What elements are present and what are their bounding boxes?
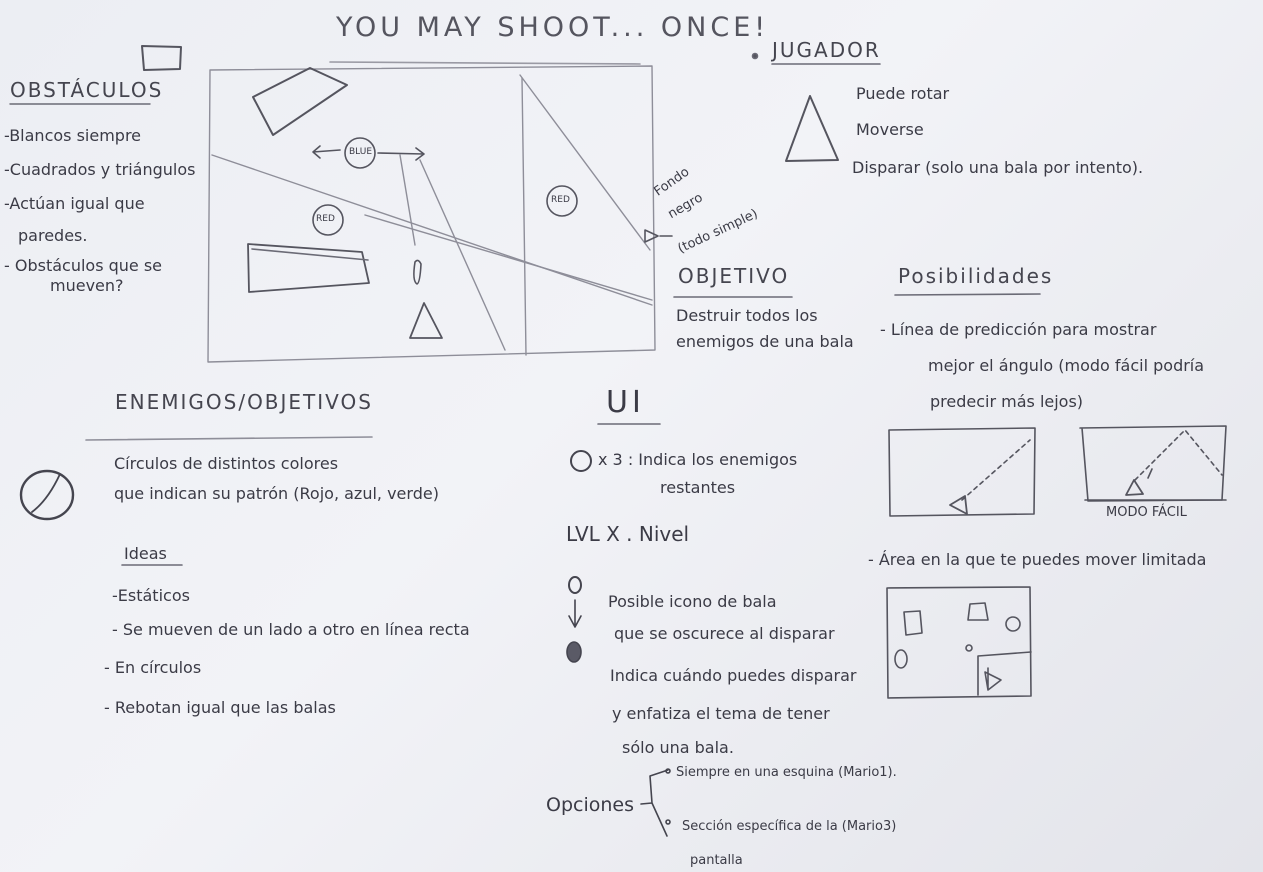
red-enemy-label: RED [551, 195, 570, 205]
jugador-line: Moverse [856, 120, 924, 139]
area-note: - Área en la que te puedes mover limitad… [868, 550, 1207, 569]
obstaculos-line: -Actúan igual que [4, 194, 145, 213]
ui-heading: UI [606, 385, 645, 420]
ui-bullet-line: y enfatiza el tema de tener [612, 704, 830, 723]
game-frame-sketch [207, 65, 656, 363]
ideas-heading: Ideas [124, 544, 167, 563]
opcion-item: Sección específica de la (Mario3) [682, 819, 897, 834]
jugador-line: Disparar (solo una bala por intento). [852, 158, 1144, 177]
enemigos-heading: ENEMIGOS/OBJETIVOS [115, 390, 373, 414]
player-triangle [409, 302, 443, 339]
idea-item: - Rebotan igual que las balas [104, 698, 336, 717]
opcion-item: pantalla [690, 853, 743, 868]
obstaculos-heading: OBSTÁCULOS [10, 78, 164, 102]
ui-bullet-line: Indica cuándo puedes disparar [610, 666, 857, 685]
objetivo-heading: OBJETIVO [678, 264, 790, 288]
idea-item: - Se mueven de un lado a otro en línea r… [112, 620, 470, 639]
jugador-line: Puede rotar [856, 84, 950, 103]
ui-bullet-line: que se oscurece al disparar [614, 624, 835, 643]
modo-facil-label: MODO FÁCIL [1106, 505, 1187, 520]
page-title: YOU MAY SHOOT... ONCE! [336, 12, 770, 43]
obstaculos-line: - Obstáculos que se [4, 256, 163, 275]
ui-enemies-line: restantes [660, 478, 736, 497]
idea-item: -Estáticos [112, 586, 190, 605]
blue-enemy-label: BLUE [349, 147, 373, 157]
obstaculos-line: -Cuadrados y triángulos [4, 160, 196, 179]
objetivo-line: enemigos de una bala [676, 332, 854, 351]
posibilidades-heading: Posibilidades [898, 264, 1054, 288]
opciones-label: Opciones [546, 794, 634, 816]
enemigos-line: Círculos de distintos colores [114, 454, 339, 473]
ui-enemies-line: x 3 : Indica los enemigos [598, 450, 798, 469]
posibilidades-line: predecir más lejos) [930, 392, 1084, 411]
posibilidades-line: - Línea de predicción para mostrar [880, 320, 1157, 339]
jugador-heading: JUGADOR [772, 38, 881, 62]
idea-item: - En círculos [104, 658, 202, 677]
posibilidades-line: mejor el ángulo (modo fácil podría [928, 356, 1205, 375]
ui-bullet-line: sólo una bala. [622, 738, 734, 757]
jugador-triangle [785, 95, 839, 162]
obstaculos-line: -Blancos siempre [4, 126, 142, 145]
bullet-shape [413, 259, 422, 285]
enemy-circle [19, 469, 75, 521]
objetivo-line: Destruir todos los [676, 306, 818, 325]
ui-bullet-line: Posible icono de bala [608, 592, 777, 611]
obstaculos-line: paredes. [18, 226, 88, 245]
enemy-counter-circle [570, 450, 592, 472]
pentagon-obstacle [252, 67, 348, 136]
rectangle-obstacle [247, 243, 370, 293]
ui-level-line: LVL X . Nivel [566, 522, 690, 546]
enemigos-line: que indican su patrón (Rojo, azul, verde… [114, 484, 439, 503]
opcion-item: Siempre en una esquina (Mario1). [676, 765, 897, 780]
obstaculos-line: mueven? [50, 276, 124, 295]
red-enemy-label: RED [316, 214, 335, 224]
movement-area-sketch [886, 586, 1032, 699]
